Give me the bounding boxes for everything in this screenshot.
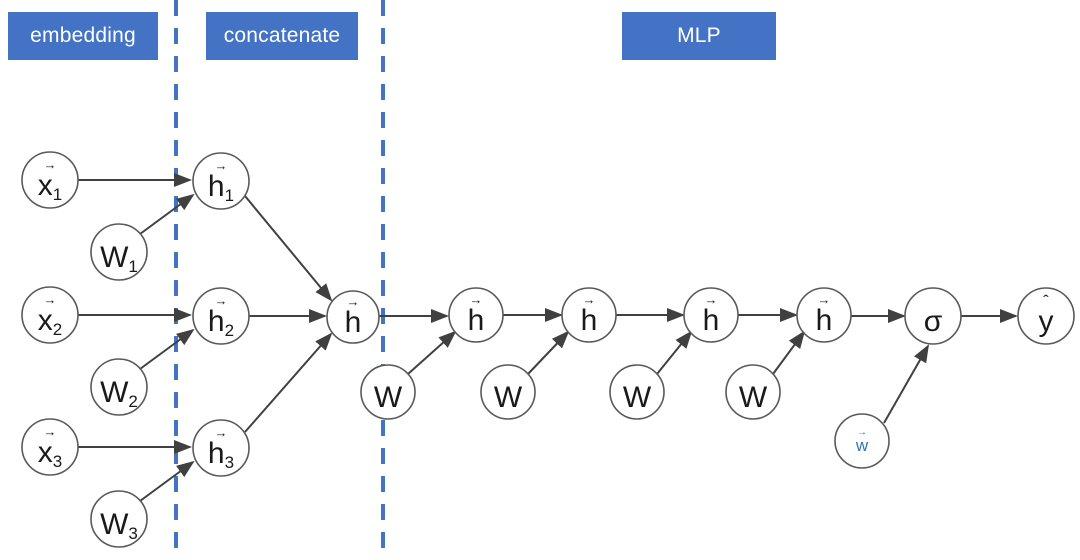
node-h-mlp-4-circle [796, 287, 852, 343]
stage-label-embedding: embedding [8, 12, 158, 60]
e-Wm1-hm1 [407, 330, 457, 375]
node-h-mlp-2-circle [561, 287, 617, 343]
node-y-hat-circle [1017, 287, 1075, 345]
e-Wm2-hm2 [527, 330, 570, 375]
node-x3-circle [21, 418, 79, 476]
node-x2-circle [21, 286, 79, 344]
node-h-concat-circle [326, 290, 380, 344]
node-h2-circle [192, 287, 250, 345]
node-circle-group [21, 151, 1075, 548]
stage-label-concatenate: concatenate [206, 12, 358, 60]
e-wsmall-sigma [883, 344, 929, 424]
e-h1-hcat [244, 195, 333, 302]
node-W-mlp-1-circle [360, 364, 416, 420]
stage-divider-group [174, 0, 385, 560]
stage-label-text: concatenate [223, 24, 341, 47]
node-W3-circle [90, 490, 148, 548]
node-h-mlp-3-circle [683, 287, 739, 343]
node-h-mlp-1-circle [448, 287, 504, 343]
stage-label-text: embedding [30, 24, 136, 47]
node-W-mlp-4-circle [725, 364, 781, 420]
stage-label-text: MLP [677, 24, 721, 47]
edge-group [78, 173, 1018, 502]
node-W2-circle [90, 358, 148, 416]
e-h3-hcat [244, 332, 333, 433]
node-h1-circle [192, 152, 250, 210]
e-Wm4-hm4 [772, 330, 806, 375]
node-x1-circle [21, 151, 79, 209]
node-W-mlp-3-circle [609, 364, 665, 420]
e-Wm3-hm3 [656, 330, 693, 375]
node-W1-circle [90, 223, 148, 281]
node-h3-circle [192, 419, 250, 477]
node-sigma-circle [904, 287, 962, 345]
e-W1-h1 [139, 193, 195, 235]
e-W2-h2 [139, 328, 195, 370]
e-W3-h3 [139, 460, 195, 502]
stage-label-mlp: MLP [622, 12, 776, 60]
node-W-mlp-2-circle [480, 364, 536, 420]
node-w-vector-circle [834, 413, 890, 469]
